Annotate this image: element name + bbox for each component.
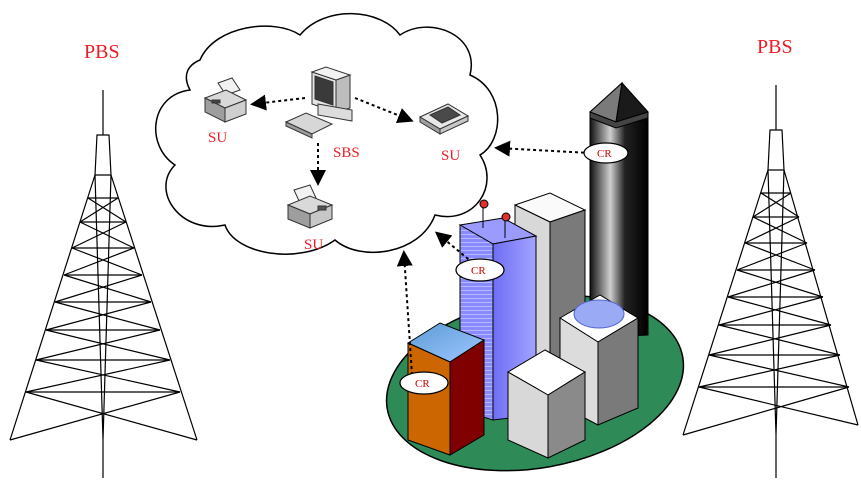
pbs-tower-right: PBS [682, 36, 859, 478]
sbs-links [250, 94, 414, 186]
su-label-right: SU [441, 148, 460, 164]
cr-label: CR [471, 265, 486, 277]
cr-node-tower: CR [583, 142, 629, 164]
cr-label: CR [415, 378, 430, 390]
pbs-tower-left: PBS [9, 41, 198, 478]
printer-icon [203, 77, 248, 123]
fax-icon [286, 184, 334, 229]
scanner-icon [418, 103, 470, 135]
secondary-network-cloud: SBS SU SU SU [154, 12, 499, 255]
sbs-label: SBS [333, 145, 360, 161]
building-icon [507, 349, 586, 459]
cr-node-mid: CR [455, 258, 505, 282]
cloud-shape [154, 12, 499, 255]
pbs-label-right: PBS [757, 36, 793, 58]
cr-links [396, 140, 591, 376]
tower-icon [9, 90, 198, 478]
building-icon [406, 322, 486, 456]
su-label-left: SU [208, 130, 227, 146]
cr-label: CR [597, 148, 612, 160]
cr-city [385, 81, 685, 472]
tower-icon [682, 85, 859, 478]
computer-icon [284, 66, 353, 139]
su-label-bottom: SU [304, 237, 323, 253]
cr-node-low: CR [399, 371, 449, 395]
pbs-label-left: PBS [84, 41, 120, 63]
building-icon [559, 294, 639, 426]
